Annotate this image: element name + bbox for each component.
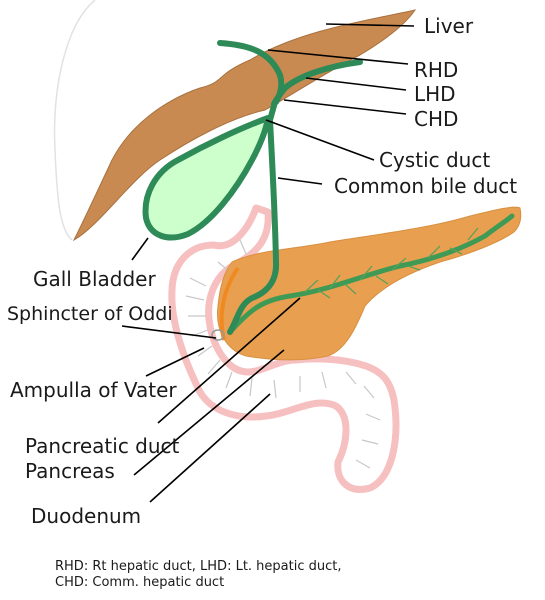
left-hepatic-duct (271, 59, 363, 107)
leader-gall-bladder (131, 237, 149, 261)
leader-pancreatic-duct (157, 297, 301, 424)
leader-duodenum (149, 393, 271, 503)
leader-rhd (267, 49, 409, 65)
gall-bladder (142, 115, 271, 241)
common-bile-duct (227, 117, 280, 335)
footnote-line-1: RHD: Rt hepatic duct, LHD: Lt. hepatic d… (55, 559, 342, 574)
label-liver: Liver (424, 14, 474, 38)
bile-duct-tree (217, 40, 363, 335)
duodenum (168, 204, 400, 493)
liver-outline (53, 0, 96, 241)
leader-ampulla-of-vater (145, 347, 205, 377)
leader-liver (325, 23, 415, 27)
label-cystic-duct: Cystic duct (379, 148, 490, 172)
label-lhd: LHD (414, 82, 456, 106)
leader-chd (283, 99, 407, 115)
pancreas (217, 206, 522, 361)
leader-sphincter-of-oddi (121, 325, 217, 339)
common-hepatic-duct (267, 99, 278, 123)
duodenal-folds (185, 239, 381, 469)
leader-cystic-duct (265, 119, 375, 161)
label-sphincter-of-oddi: Sphincter of Oddi (7, 303, 173, 325)
pancreatic-duct-branches (304, 227, 479, 299)
pancreatic-duct (227, 213, 515, 335)
leader-common-bile-duct (277, 177, 323, 185)
label-duodenum: Duodenum (31, 504, 141, 528)
label-chd: CHD (414, 107, 458, 131)
footnote-line-2: CHD: Comm. hepatic duct (55, 575, 224, 590)
leader-pancreas (133, 349, 285, 476)
leader-lhd (305, 77, 407, 91)
label-ampulla-of-vater: Ampulla of Vater (10, 378, 177, 402)
label-pancreatic-duct: Pancreatic duct (25, 434, 180, 458)
label-rhd: RHD (414, 58, 458, 82)
sphincter-of-oddi-ring (211, 329, 225, 341)
label-common-bile-duct: Common bile duct (334, 174, 517, 198)
label-gall-bladder: Gall Bladder (33, 267, 156, 291)
label-pancreas: Pancreas (25, 459, 115, 483)
